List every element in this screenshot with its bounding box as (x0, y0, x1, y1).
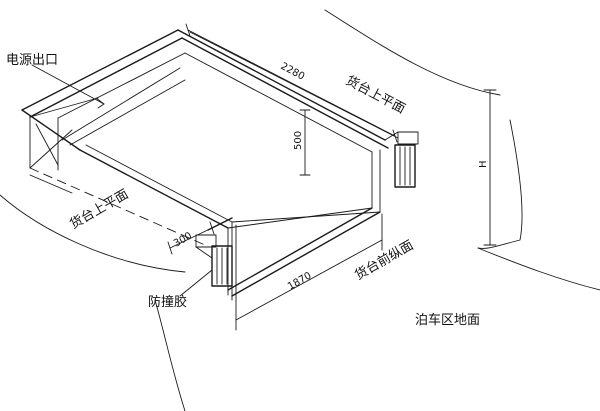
left-bumper (195, 234, 233, 287)
leader-lines (31, 64, 213, 297)
dimension-h (483, 89, 497, 246)
label-bumper: 防撞胶 (148, 294, 187, 310)
right-bumper (384, 131, 419, 188)
platform-frame (21, 29, 399, 303)
dim-text-1870: 1870 (286, 270, 314, 292)
dim-text-h: H (478, 160, 489, 168)
dimension-500 (299, 109, 311, 176)
dimension-300 (167, 221, 215, 255)
dim-text-500: 500 (293, 131, 304, 150)
label-platform-top-left: 货台上平面 (67, 186, 131, 232)
dimension-1870 (235, 213, 383, 331)
terrain-outlines (0, 9, 600, 411)
label-parking-ground: 泊车区地面 (415, 312, 480, 328)
label-platform-front: 货台前纵面 (352, 237, 416, 283)
dim-text-300: 300 (172, 231, 194, 250)
label-power-outlet: 电源出口 (6, 53, 58, 68)
label-platform-top-right: 货台上平面 (343, 72, 408, 117)
dimension-2280 (185, 23, 398, 143)
